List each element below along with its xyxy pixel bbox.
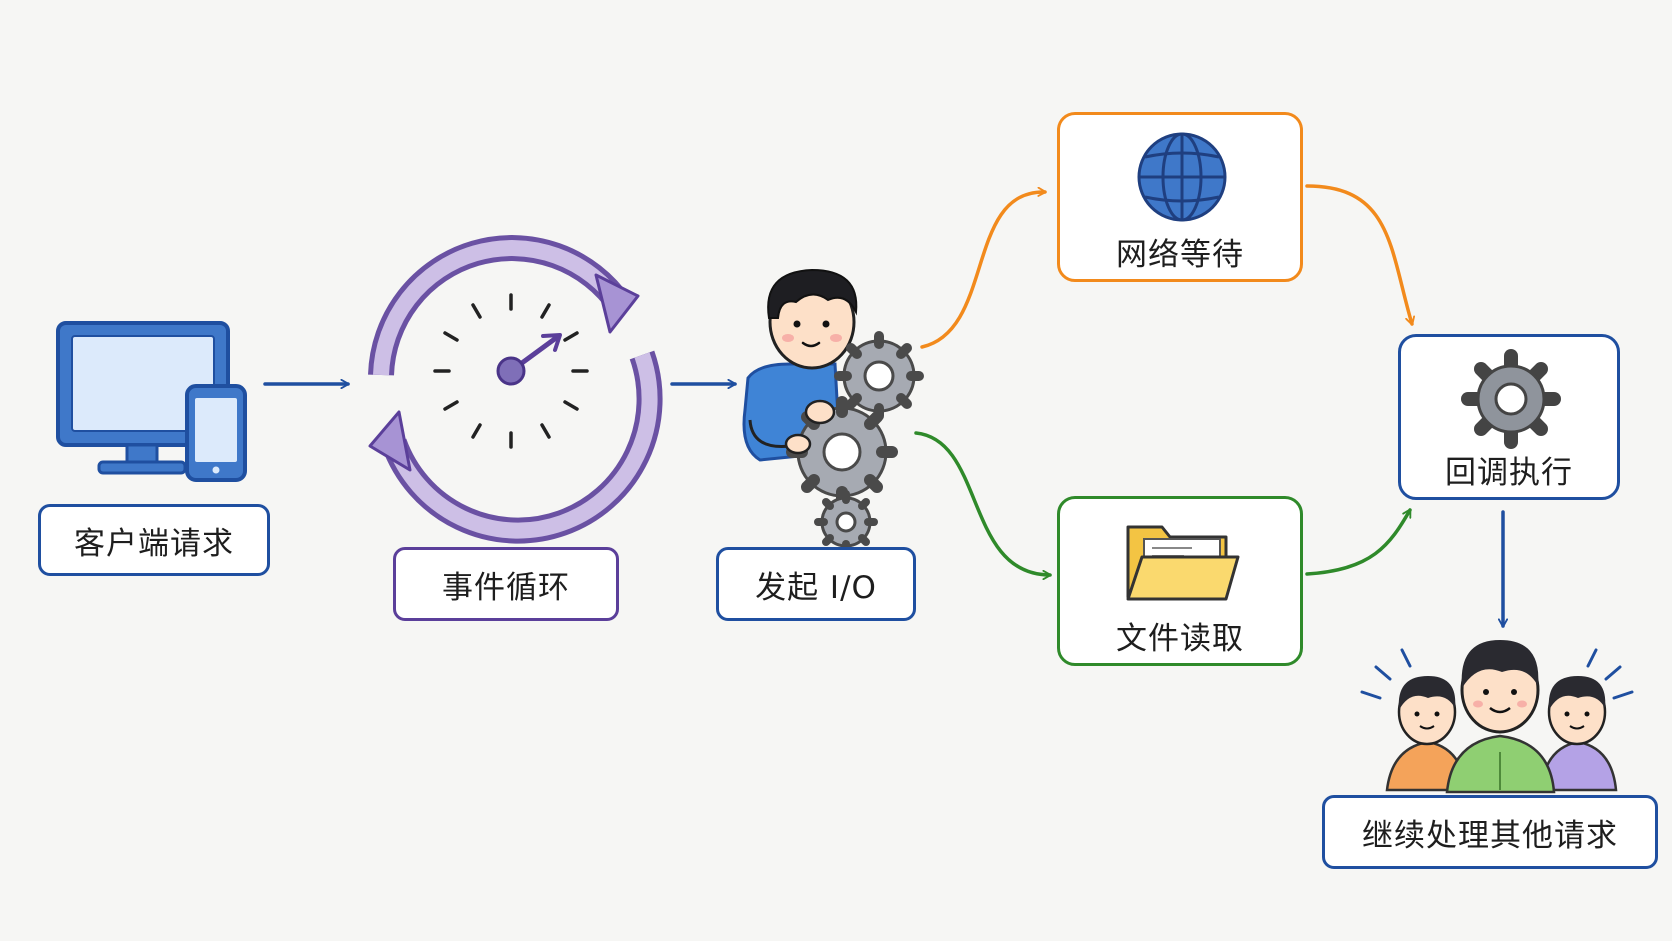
clock-cycle-icon	[368, 235, 663, 544]
folder-icon	[1126, 525, 1240, 601]
globe-icon	[1137, 132, 1227, 222]
node-network-wait-label: 网络等待	[1116, 237, 1244, 273]
worker-gears-icon	[742, 268, 924, 554]
node-callback-exec: 回调执行	[1398, 334, 1620, 500]
step-start-io: 发起 I/O	[716, 547, 916, 621]
arrow-file-to-callback	[1305, 508, 1412, 576]
step-event-loop-label: 事件循环	[442, 569, 570, 606]
step-continue-other-requests: 继续处理其他请求	[1322, 795, 1658, 869]
arrow-io-to-network	[920, 192, 1047, 349]
step-event-loop: 事件循环	[393, 547, 619, 621]
step-start-io-label: 发起 I/O	[755, 569, 877, 606]
arrow-network-to-callback	[1305, 184, 1412, 326]
people-group-icon	[1360, 640, 1634, 794]
node-file-read-label: 文件读取	[1116, 621, 1244, 657]
gear-icon	[1461, 349, 1561, 449]
node-file-read: 文件读取	[1057, 496, 1303, 666]
monitor-phone-icon	[56, 321, 247, 482]
step-client-request: 客户端请求	[38, 504, 270, 576]
node-callback-exec-label: 回调执行	[1445, 455, 1573, 491]
arrow-io-to-file	[914, 431, 1052, 575]
step-client-request-label: 客户端请求	[74, 525, 234, 562]
node-network-wait: 网络等待	[1057, 112, 1303, 282]
step-continue-label: 继续处理其他请求	[1362, 817, 1618, 854]
